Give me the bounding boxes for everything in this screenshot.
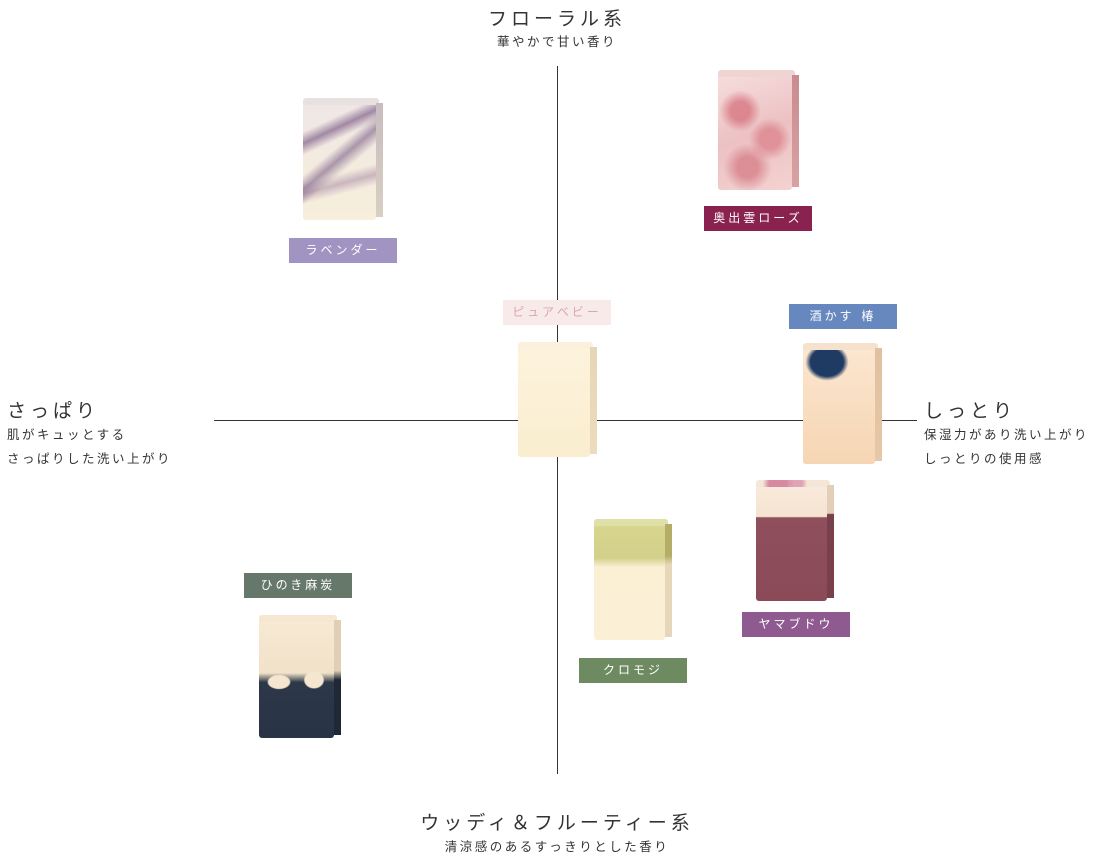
- soap-image-sakekasu-tsubaki[interactable]: [803, 343, 882, 464]
- label-pure-baby[interactable]: ピュアベビー: [503, 300, 611, 325]
- label-lavender[interactable]: ラベンダー: [289, 238, 397, 263]
- axis-top-subtitle: 華やかで甘い香り: [496, 34, 618, 49]
- label-kuromoji[interactable]: クロモジ: [579, 658, 687, 683]
- axis-bottom-title: ウッディ＆フルーティー系: [420, 812, 694, 834]
- soap-image-kuromoji[interactable]: [594, 519, 672, 640]
- axis-right-subtitle-2: しっとりの使用感: [924, 451, 1045, 466]
- label-hinoki-asatan[interactable]: ひのき麻炭: [244, 573, 352, 598]
- soap-image-lavender[interactable]: [303, 98, 383, 220]
- axis-bottom-subtitle: 清涼感のあるすっきりとした香り: [444, 839, 670, 854]
- axis-right-subtitle-1: 保湿力があり洗い上がり: [924, 427, 1090, 442]
- label-okuizumo-rose[interactable]: 奥出雲ローズ: [704, 206, 812, 231]
- axis-left-subtitle-1: 肌がキュッとする: [7, 427, 127, 442]
- label-sakekasu-tsubaki[interactable]: 酒かす 椿: [789, 304, 897, 329]
- soap-image-hinoki-asatan[interactable]: [259, 615, 341, 738]
- soap-image-yamabudou[interactable]: [756, 480, 834, 601]
- axis-left-title: さっぱり: [7, 400, 100, 422]
- soap-image-pure-baby[interactable]: [518, 342, 597, 457]
- soap-image-okuizumo-rose[interactable]: [718, 70, 799, 190]
- axis-left-subtitle-2: さっぱりした洗い上がり: [7, 451, 173, 466]
- label-yamabudou[interactable]: ヤマブドウ: [742, 612, 850, 637]
- axis-top-title: フローラル系: [487, 8, 627, 30]
- axis-right-title: しっとり: [924, 400, 1017, 422]
